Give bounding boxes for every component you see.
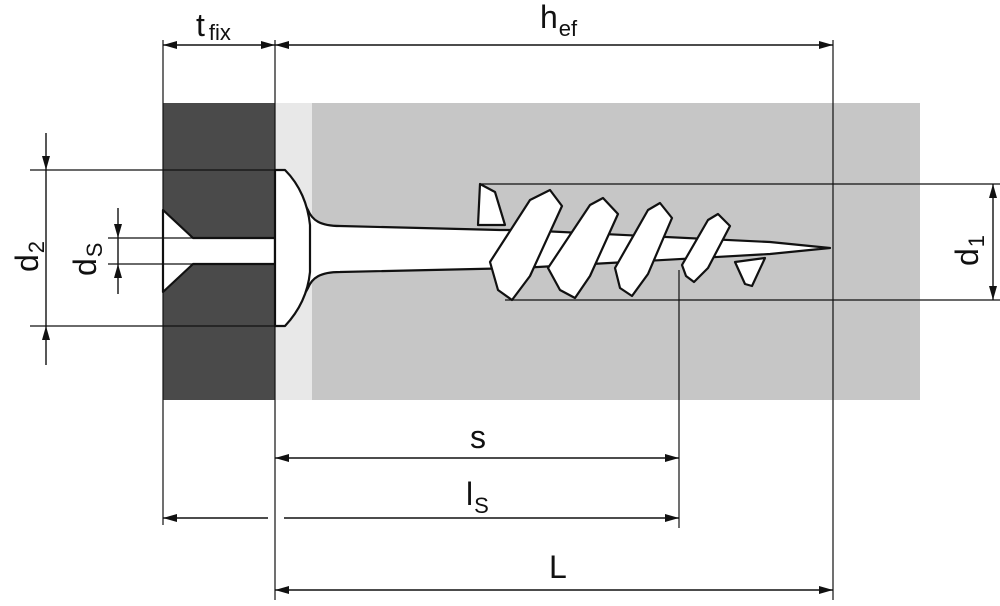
thread-3 xyxy=(546,196,620,300)
screw-head xyxy=(273,168,312,328)
thread-5 xyxy=(680,212,732,284)
screw xyxy=(161,168,832,328)
dimension-lines xyxy=(42,41,997,594)
label-h-ef: hef xyxy=(540,0,578,41)
svg-text:dS: dS xyxy=(67,243,107,276)
label-d-s: dS xyxy=(67,243,107,276)
label-L: L xyxy=(549,549,567,585)
label-d-2: d2 xyxy=(9,241,49,272)
svg-text:d1: d1 xyxy=(949,235,989,266)
thread-2 xyxy=(488,188,564,302)
extension-lines xyxy=(30,40,1000,600)
svg-text:d2: d2 xyxy=(9,241,49,272)
thread-6 xyxy=(733,256,767,288)
thread-4 xyxy=(613,201,674,298)
label-s: s xyxy=(470,419,486,455)
label-l-s: lS xyxy=(466,476,489,518)
thread-1 xyxy=(476,182,507,227)
label-d-1: d1 xyxy=(949,235,989,266)
